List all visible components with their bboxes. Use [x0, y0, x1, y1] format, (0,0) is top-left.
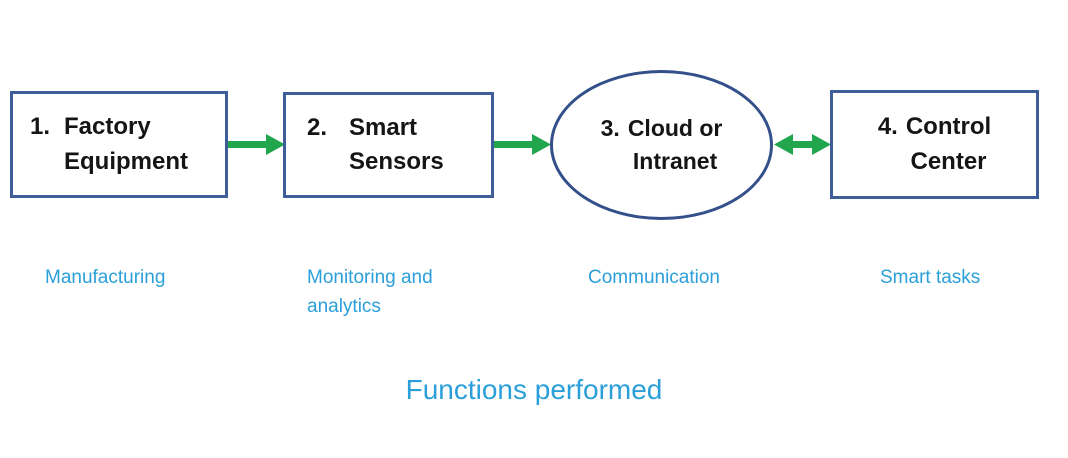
- node-smart-sensors-text: 2. Smart Sensors: [307, 111, 444, 179]
- arrow-right-icon: [494, 132, 551, 156]
- function-label-monitoring-and-analytics: Monitoring and analytics: [307, 267, 433, 318]
- node-smart-sensors: 2. Smart Sensors: [283, 92, 494, 198]
- double-arrow-icon: [774, 132, 831, 156]
- node-control-center: 4. Control Center: [830, 90, 1039, 199]
- node-number: 4.: [877, 113, 898, 141]
- node-label-line1: Cloud or: [627, 115, 723, 142]
- node-cloud-or-intranet: 3. Cloud or Intranet: [550, 70, 773, 220]
- node-factory-equipment: 1. Factory Equipment: [10, 91, 228, 198]
- arrow-right-icon: [228, 132, 285, 156]
- node-label-line1: Control: [905, 113, 992, 141]
- function-label-manufacturing: Manufacturing: [45, 267, 166, 288]
- function-label-smart-tasks: Smart tasks: [880, 267, 981, 288]
- node-label-line1: Factory: [64, 113, 151, 141]
- node-number: 3.: [600, 115, 620, 142]
- node-factory-equipment-text: 1. Factory Equipment: [30, 110, 188, 178]
- node-label-line2: Equipment: [64, 147, 189, 175]
- node-label-line2: Center: [910, 147, 987, 175]
- node-label-line2: Sensors: [349, 148, 444, 175]
- node-label-line1: Smart: [349, 113, 418, 141]
- node-label-line2: Intranet: [632, 148, 718, 174]
- node-number: 1.: [30, 113, 51, 141]
- function-label-communication: Communication: [588, 267, 720, 288]
- node-control-center-text: 4. Control Center: [878, 110, 991, 178]
- node-number: 2.: [307, 113, 328, 141]
- diagram-caption: Functions performed: [405, 374, 663, 405]
- node-cloud-or-intranet-text: 3. Cloud or Intranet: [601, 112, 723, 177]
